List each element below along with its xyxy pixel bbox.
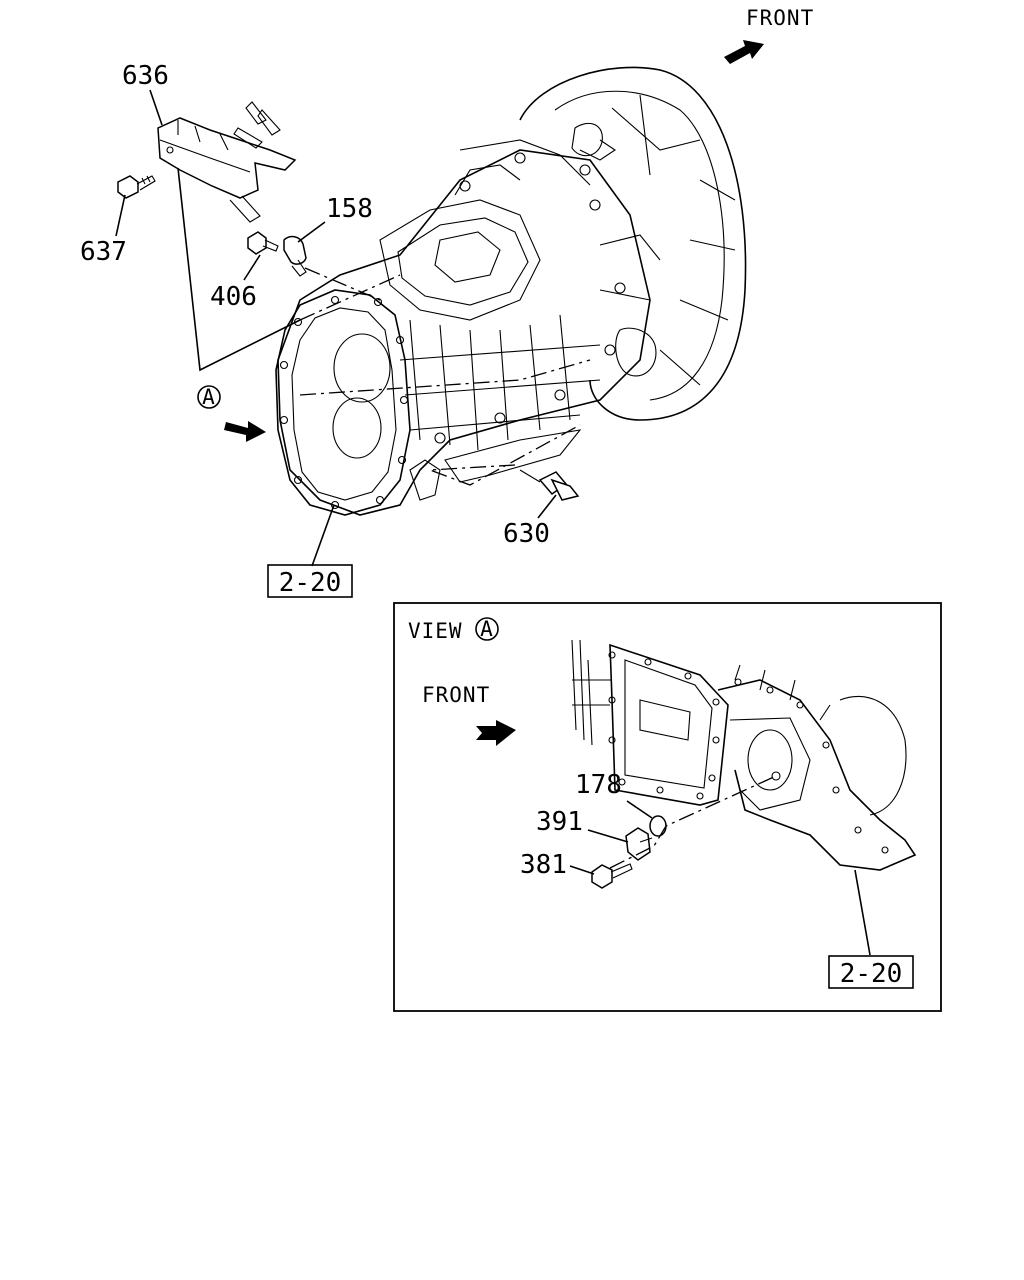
bolt-637 — [117, 175, 156, 199]
ref-box-view-text: 2-20 — [840, 959, 903, 989]
callout-391: 391 — [536, 807, 583, 837]
view-title: VIEW — [408, 619, 463, 643]
callout-178: 178 — [575, 770, 622, 800]
view-title-marker: A — [480, 617, 494, 641]
ref-box-main-text: 2-20 — [279, 568, 342, 598]
arrow-view-a — [224, 421, 266, 442]
bolt-381 — [591, 864, 613, 889]
view-a-marker: A — [197, 385, 221, 409]
ref-box-main: 2-20 — [267, 564, 353, 598]
callout-630: 630 — [503, 519, 550, 549]
callout-637: 637 — [80, 237, 127, 267]
front-label-top: FRONT — [746, 6, 814, 30]
main-leaders — [115, 89, 591, 567]
bolt-406 — [247, 231, 279, 255]
view-a-letter: A — [202, 385, 216, 409]
view-a-inset: VIEW A FRONT — [393, 602, 942, 1012]
transmission-assembly — [275, 66, 747, 516]
callout-158: 158 — [326, 194, 373, 224]
callout-636: 636 — [122, 61, 169, 91]
plug-391 — [625, 827, 651, 861]
bracket-636 — [157, 101, 297, 223]
oring-178 — [649, 815, 667, 837]
callout-406: 406 — [210, 282, 257, 312]
front-arrow-top: FRONT — [724, 6, 814, 64]
sensor-630 — [519, 469, 580, 501]
front-label-view: FRONT — [422, 683, 490, 707]
callout-381: 381 — [520, 850, 567, 880]
clip-158 — [283, 235, 307, 277]
